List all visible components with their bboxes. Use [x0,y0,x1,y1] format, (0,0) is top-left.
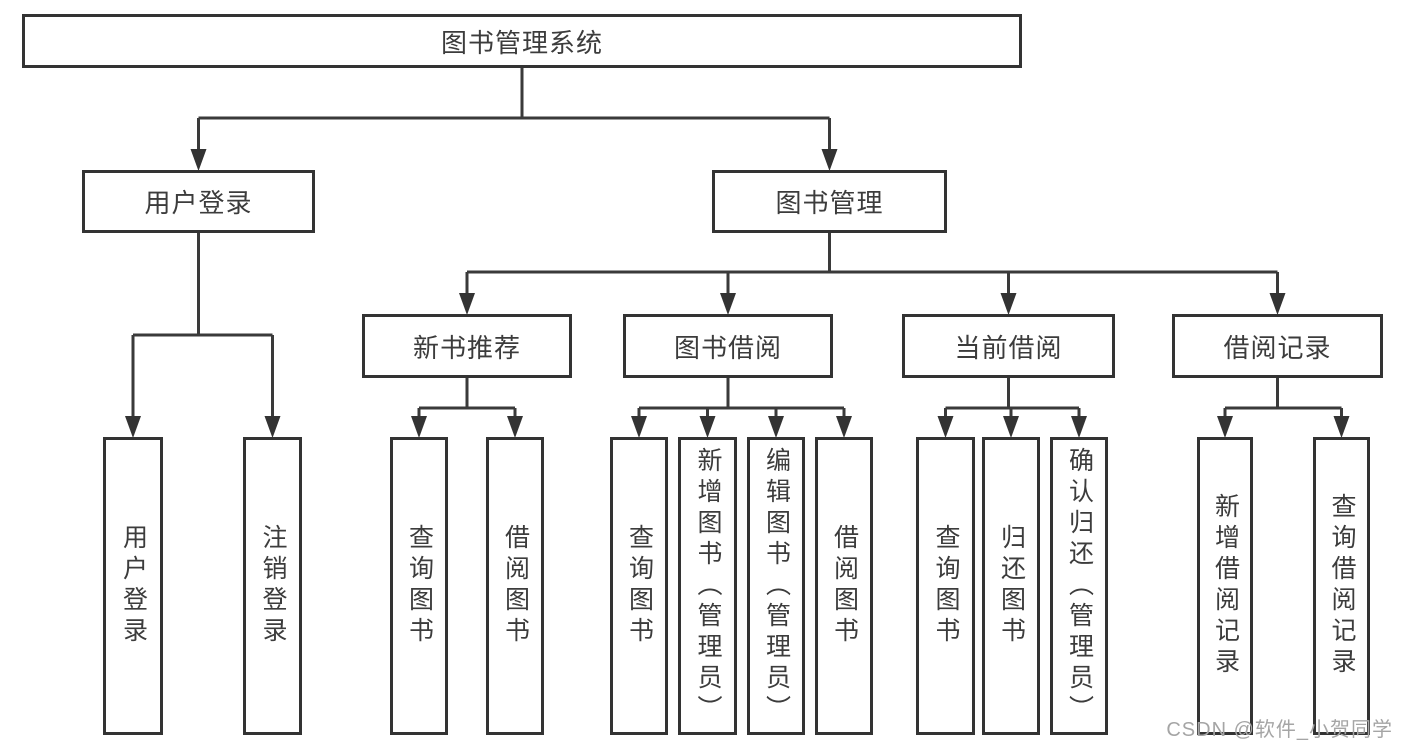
node-leaf-add-books-label: 新增图书（管理员） [694,446,722,726]
node-book-borrow: 图书借阅 [623,314,833,378]
node-leaf-query-books-3-label: 查询图书 [932,524,960,648]
node-root: 图书管理系统 [22,14,1022,68]
node-new-book-rec-label: 新书推荐 [412,332,521,363]
arrowhead-icon [937,416,954,438]
node-leaf-query-record: 查询借阅记录 [1313,437,1370,735]
node-current-borrow: 当前借阅 [902,314,1115,378]
node-leaf-confirm-return: 确认归还（管理员） [1050,437,1108,735]
csdn-watermark: CSDN @软件_小贺同学 [1166,719,1393,741]
arrowhead-icon [190,149,207,171]
node-leaf-query-record-label: 查询借阅记录 [1328,493,1356,679]
node-leaf-user-login-label: 用户登录 [119,524,148,648]
node-leaf-return-books: 归还图书 [982,437,1040,735]
node-leaf-query-books-2-label: 查询图书 [625,524,654,648]
node-book-mgmt: 图书管理 [712,170,947,233]
node-leaf-borrow-books-1: 借阅图书 [486,437,544,735]
node-borrow-records-label: 借阅记录 [1223,332,1332,363]
node-leaf-query-books-1: 查询图书 [390,437,448,735]
arrowhead-icon [411,416,427,438]
node-leaf-edit-books: 编辑图书（管理员） [747,437,805,735]
node-user-login: 用户登录 [82,170,315,233]
node-borrow-records: 借阅记录 [1172,314,1383,378]
arrowhead-icon [699,416,716,438]
node-current-borrow-label: 当前借阅 [954,332,1063,363]
arrowhead-icon [459,293,475,315]
node-leaf-confirm-return-label: 确认归还（管理员） [1065,446,1094,726]
node-leaf-query-books-3: 查询图书 [916,437,975,735]
node-leaf-borrow-books-1-label: 借阅图书 [501,524,530,648]
node-leaf-borrow-books-2: 借阅图书 [815,437,873,735]
arrowhead-icon [768,416,784,438]
arrowhead-icon [1000,293,1017,315]
arrowhead-icon [1333,416,1350,438]
arrowhead-icon [720,293,736,315]
arrowhead-icon [821,149,838,171]
node-leaf-user-login: 用户登录 [103,437,163,735]
node-new-book-rec: 新书推荐 [362,314,572,378]
node-leaf-add-record: 新增借阅记录 [1197,437,1253,735]
arrowhead-icon [507,416,523,438]
arrowhead-icon [125,416,141,438]
node-leaf-logout-label: 注销登录 [259,524,287,648]
arrowhead-icon [1269,293,1286,315]
arrowhead-icon [836,416,852,438]
arrowhead-icon [264,416,281,438]
node-book-borrow-label: 图书借阅 [673,332,782,363]
node-leaf-query-books-2: 查询图书 [610,437,668,735]
arrowhead-icon [1071,416,1087,438]
node-leaf-add-books: 新增图书（管理员） [678,437,737,735]
node-leaf-return-books-label: 归还图书 [997,524,1026,648]
node-leaf-borrow-books-2-label: 借阅图书 [830,524,859,648]
node-book-mgmt-label: 图书管理 [775,188,884,218]
node-root-label: 图书管理系统 [440,27,603,58]
node-leaf-logout: 注销登录 [243,437,302,735]
node-leaf-add-record-label: 新增借阅记录 [1211,493,1240,679]
arrowhead-icon [1003,416,1019,438]
arrowhead-icon [631,416,647,438]
node-user-login-label: 用户登录 [144,188,253,218]
arrowhead-icon [1217,416,1233,438]
node-leaf-query-books-1-label: 查询图书 [405,524,434,648]
node-leaf-edit-books-label: 编辑图书（管理员） [762,446,791,726]
